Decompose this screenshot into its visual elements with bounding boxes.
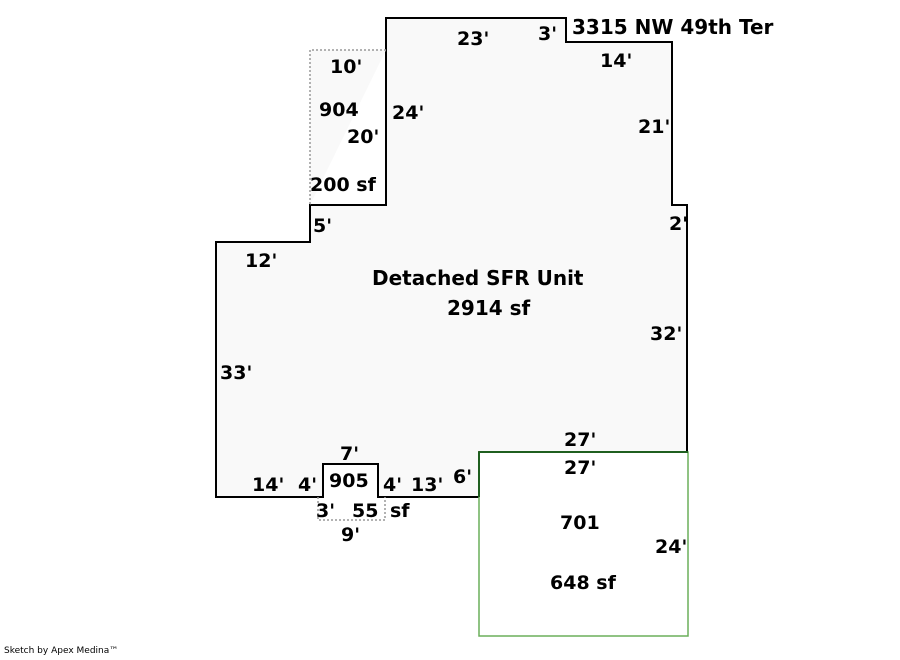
dim-label: 33'	[220, 362, 252, 384]
dim-label: 4'	[298, 474, 317, 496]
dim-label: 3'	[316, 500, 335, 522]
dim-label: 14'	[252, 474, 284, 496]
dim-label: 24'	[392, 102, 424, 124]
dim-label: 32'	[650, 323, 682, 345]
main-area-name: Detached SFR Unit	[372, 266, 584, 290]
dim-label: 6'	[453, 466, 472, 488]
dim-label: 24'	[655, 536, 687, 558]
garage-701-outline	[478, 451, 689, 637]
dim-label: 13'	[411, 474, 443, 496]
addon-904-outline	[309, 49, 386, 205]
dim-label: 9'	[341, 524, 360, 546]
dim-label: 20'	[347, 126, 379, 148]
dim-label: 4'	[383, 474, 402, 496]
main-unit-outline	[215, 17, 688, 498]
dim-label: 14'	[600, 50, 632, 72]
area-904-sf: 200 sf	[310, 174, 377, 196]
dim-label: 2'	[669, 213, 688, 235]
dim-label: 3'	[538, 23, 557, 45]
dim-label: 27'	[564, 457, 596, 479]
dim-label: 21'	[638, 116, 670, 138]
main-area-sf: 2914 sf	[447, 296, 531, 320]
dim-label: 27'	[564, 429, 596, 451]
dim-label: 12'	[245, 250, 277, 272]
area-701-code: 701	[560, 512, 600, 534]
dim-label: 23'	[457, 28, 489, 50]
dim-label: 10'	[330, 56, 362, 78]
addon-905-outline	[317, 497, 386, 521]
area-904-code: 904	[319, 99, 359, 121]
area-905-code: 905	[329, 470, 369, 492]
area-905-unit: sf	[390, 500, 410, 522]
sketch-credit: Sketch by Apex Medina™	[4, 646, 119, 656]
dim-label: 7'	[340, 443, 359, 465]
dim-label: 5'	[313, 215, 332, 237]
address-label: 3315 NW 49th Ter	[572, 15, 774, 39]
area-905-num: 55	[352, 500, 378, 522]
area-701-sf: 648 sf	[550, 572, 617, 594]
